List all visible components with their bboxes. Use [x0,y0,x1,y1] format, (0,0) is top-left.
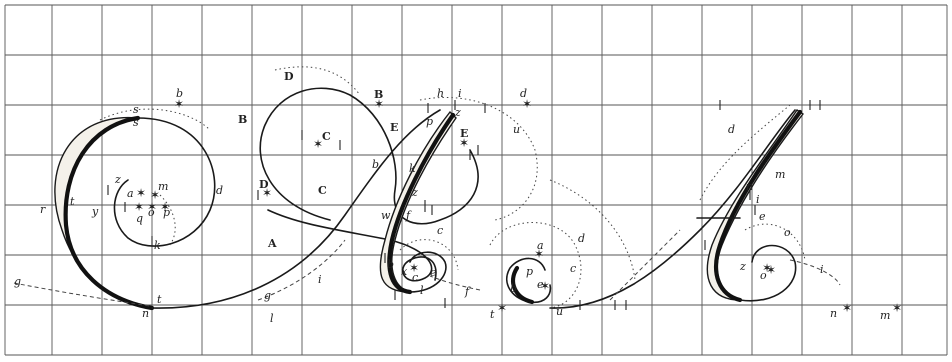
point-label: m [775,168,785,181]
construction-ticks [107,100,821,310]
point-label: m [158,180,168,193]
point-label: c [570,262,576,275]
point-label: l [270,312,274,325]
point-label-cap: C [318,184,327,197]
point-label: t [490,308,495,321]
point-label: p [526,265,533,278]
point-label-cap: B [238,113,247,126]
point-label: g [264,289,271,302]
point-label: d [578,232,585,245]
center-star: ✶ [262,186,272,200]
point-label: p [426,115,433,128]
point-label-cap: D [284,70,294,83]
point-label: e [759,210,766,223]
point-label: o [784,226,791,239]
point-label: b [510,282,517,295]
point-label: i [458,87,462,100]
point-label: o [760,269,767,282]
point-label: b [372,158,379,171]
point-label-cap: D [259,178,269,191]
point-label: d [216,184,223,197]
center-star: ✶ [134,200,144,214]
point-label: k [409,162,416,175]
point-label: c [437,224,443,237]
point-label: g [14,275,21,288]
letter-oval [13,108,441,311]
point-label: n [830,307,837,320]
point-label: x [401,265,408,278]
point-label: h [437,87,444,100]
point-label: u [513,123,520,136]
point-label-cap: A [267,237,277,250]
point-label: c [412,271,418,284]
point-label: d [728,123,735,136]
point-label: n [142,307,149,320]
center-star: ✶ [892,301,902,315]
center-star: ✶ [522,97,532,111]
point-label: z [454,106,461,119]
point-label: a [127,187,134,200]
point-label: q [136,212,143,225]
point-label: p [163,206,170,219]
letter-small-bowl [489,109,796,309]
point-label: l [420,284,424,297]
point-label: i [318,273,322,286]
point-label-cap: C [322,130,331,143]
center-star: ✶ [374,97,384,111]
center-markers: ✶ ✶ ✶ ✶ ✶ ✶ ✶ ✶ ✶ ✶ ✶ ✶ ✶ ✶ ✶ ✶ ✶ ✶ ✶ [134,97,902,315]
center-star: ✶ [842,301,852,315]
center-star: ✶ [540,279,550,293]
center-star: ✶ [766,263,776,277]
construction-caps: D B C B E E D C A [238,70,468,250]
point-label: d [520,87,527,100]
point-label: t [70,195,75,208]
point-label: b [387,258,394,271]
point-label: o [148,206,155,219]
letter-loop-l [257,66,538,301]
center-star: ✶ [459,136,469,150]
point-label: t [157,293,162,306]
point-label: w [381,209,391,222]
point-label: s [133,103,139,116]
center-star: ✶ [409,261,419,275]
point-label: z [411,186,418,199]
center-star: ✶ [150,188,160,202]
center-star: ✶ [497,301,507,315]
point-label: b [176,87,183,100]
center-star: ✶ [762,261,772,275]
point-label: m [880,309,890,322]
point-label: k [154,239,161,252]
point-label: e [430,266,437,279]
center-star: ✶ [136,186,146,200]
construction-labels: b s s z a m r t y q o p d k g n t h i p … [14,87,890,325]
point-label-cap: B [374,88,383,101]
point-label: f [464,285,471,298]
point-label: i [820,263,824,276]
point-label: a [537,239,544,252]
point-label: e [537,278,544,291]
center-star: ✶ [160,200,170,214]
point-label: n [746,180,753,193]
point-label: r [40,203,46,216]
point-label: y [91,205,99,218]
center-star: ✶ [174,97,184,111]
point-label: z [739,260,746,273]
point-label: z [114,173,121,186]
center-star: ✶ [313,137,323,151]
center-star: ✶ [534,247,544,261]
point-label-cap: E [390,121,398,134]
point-label: u [556,305,563,318]
construction-grid [4,4,948,356]
point-label: f [405,209,412,222]
point-label: i [756,193,760,206]
center-star: ✶ [147,200,157,214]
point-label: s [133,116,139,129]
letter-loop-l-second [549,104,841,303]
point-label-cap: E [460,127,468,140]
